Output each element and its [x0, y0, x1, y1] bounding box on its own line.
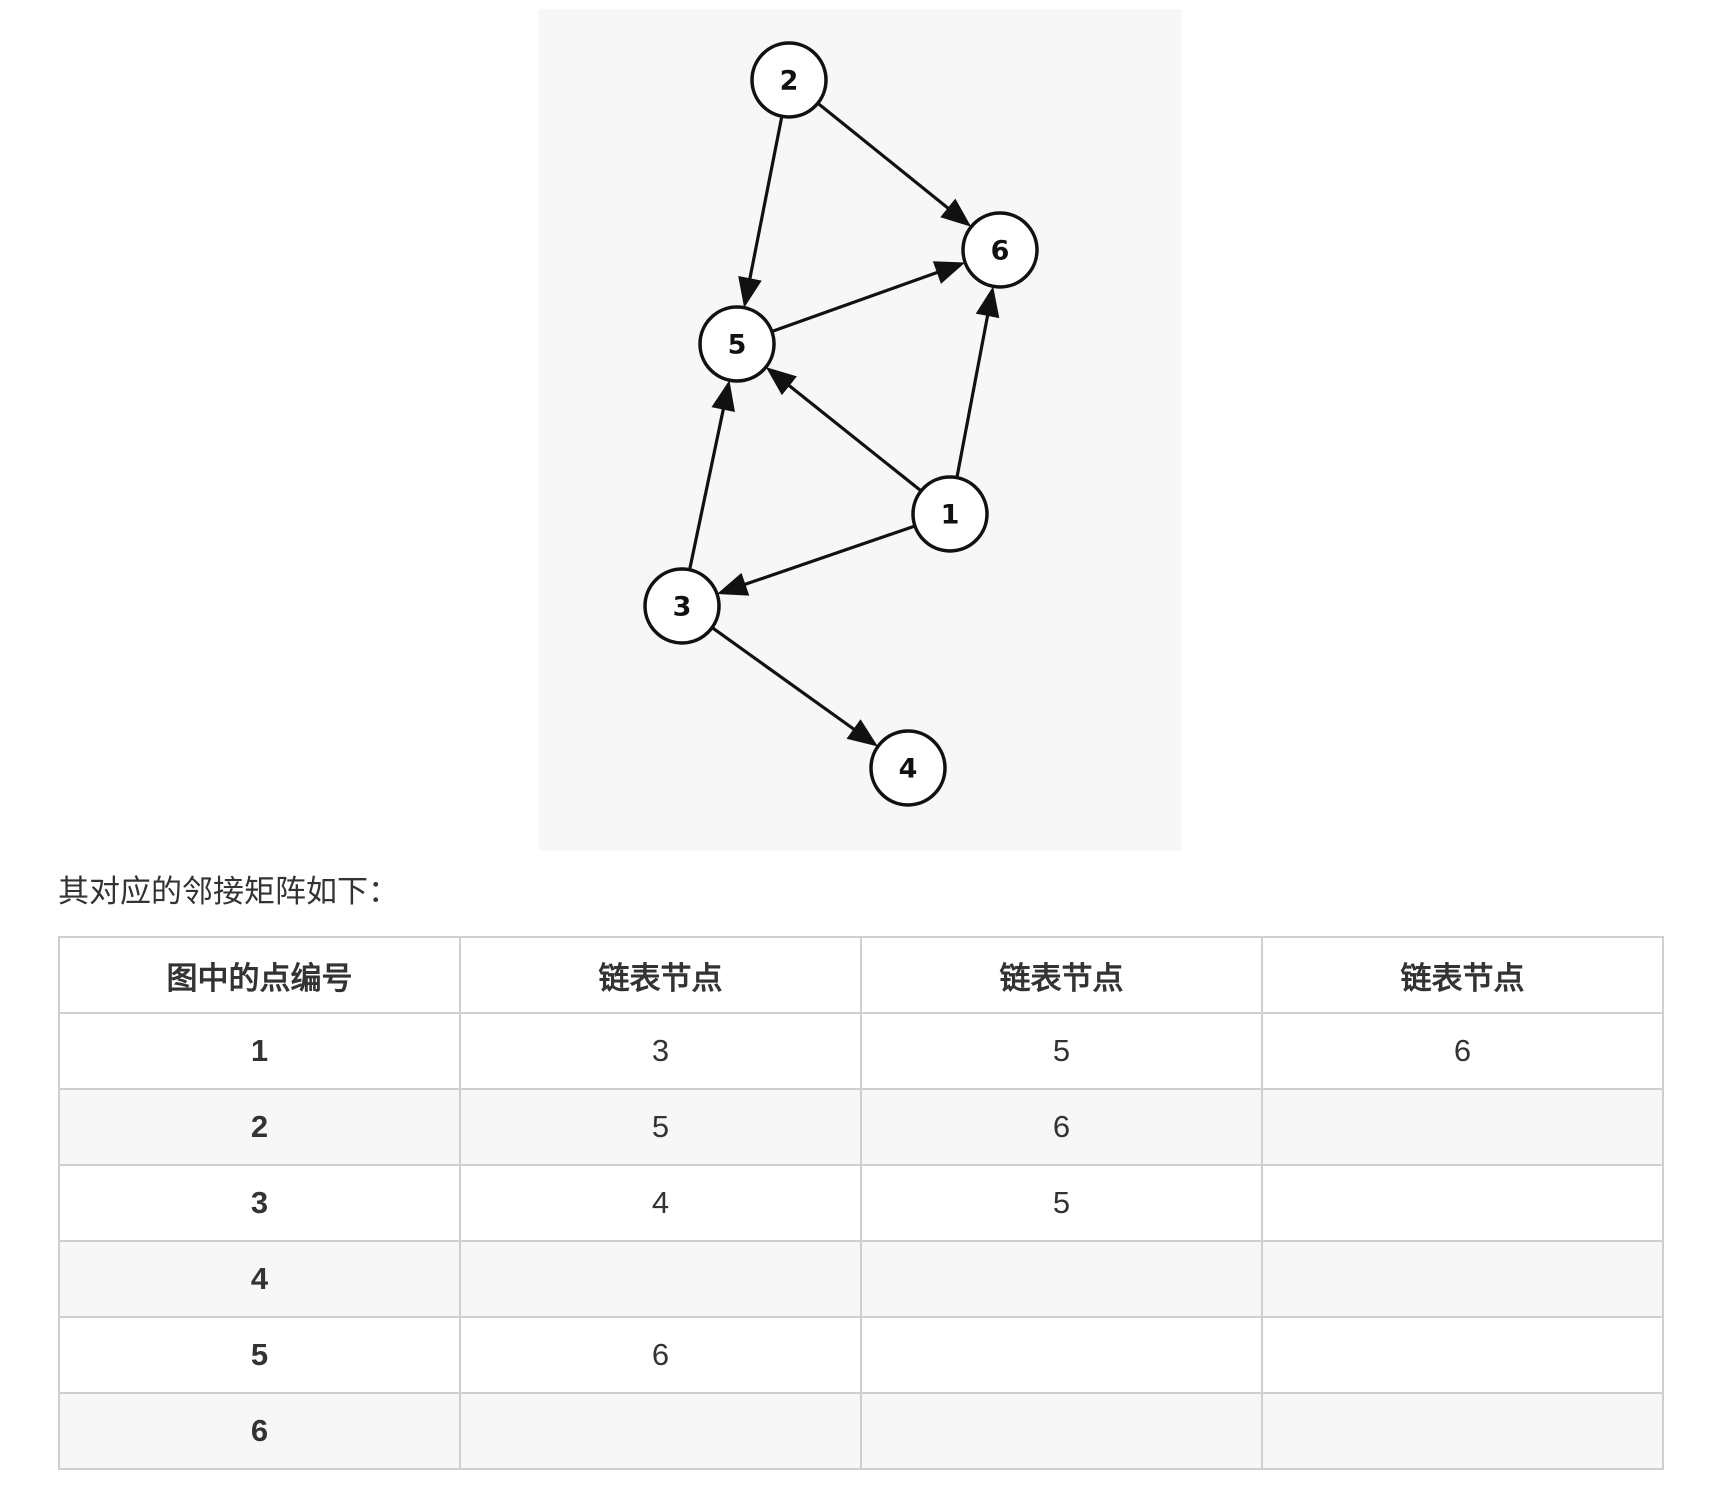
- table-row: 2 5 6: [58, 1088, 1664, 1166]
- table-row: 5 6: [58, 1316, 1664, 1394]
- graph-node-6: 6: [961, 211, 1039, 289]
- edge-3-5: [688, 380, 735, 571]
- directed-graph: 1 2 3 4 5 6: [643, 41, 1039, 807]
- table-header-row: 图中的点编号 链表节点 链表节点 链表节点: [58, 936, 1664, 1014]
- arrowhead-icon: [716, 572, 750, 596]
- graph-node-1: 1: [911, 475, 989, 553]
- row-node-id: 5: [58, 1316, 461, 1394]
- edge-5-6: [771, 261, 966, 334]
- table-cell: [860, 1316, 1263, 1394]
- table-cell: [1261, 1316, 1664, 1394]
- table-cell: 5: [860, 1164, 1263, 1242]
- graph-node-2: 2: [750, 41, 828, 119]
- edge-line: [786, 383, 923, 493]
- arrowhead-icon: [846, 719, 878, 747]
- table-cell: [860, 1392, 1263, 1470]
- row-node-id: 3: [58, 1164, 461, 1242]
- table-cell: [1261, 1240, 1664, 1318]
- node-label: 5: [728, 330, 747, 361]
- table-cell: [1261, 1392, 1664, 1470]
- table-cell: 6: [459, 1316, 862, 1394]
- table-cell: [459, 1392, 862, 1470]
- edge-line: [688, 407, 726, 571]
- node-circle: [643, 567, 721, 645]
- table-cell: [1261, 1088, 1664, 1166]
- arrowhead-icon: [975, 286, 1000, 319]
- row-node-id: 4: [58, 1240, 461, 1318]
- arrowhead-icon: [932, 261, 966, 284]
- header-list-node: 链表节点: [459, 936, 862, 1014]
- node-label: 3: [673, 592, 692, 623]
- row-node-id: 2: [58, 1088, 461, 1166]
- arrowhead-icon: [738, 275, 762, 308]
- node-circle: [698, 305, 776, 383]
- edge-1-6: [955, 286, 1000, 478]
- table-row: 6: [58, 1392, 1664, 1470]
- node-label: 6: [991, 236, 1010, 267]
- table-cell: [1261, 1164, 1664, 1242]
- adjacency-table: 图中的点编号 链表节点 链表节点 链表节点 1 3 5 6 2 5 6 3 4 …: [58, 936, 1664, 1470]
- table-cell: 6: [1261, 1012, 1664, 1090]
- edge-line: [711, 626, 857, 732]
- table-row: 4: [58, 1240, 1664, 1318]
- node-circle: [961, 211, 1039, 289]
- graph-node-4: 4: [869, 729, 947, 807]
- node-label: 1: [941, 500, 960, 531]
- edge-line: [955, 313, 990, 478]
- table-cell: 6: [860, 1088, 1263, 1166]
- node-circle: [750, 41, 828, 119]
- edge-2-6: [816, 101, 972, 227]
- table-cell: 5: [459, 1088, 862, 1166]
- graph-figure: 1 2 3 4 5 6: [539, 9, 1182, 851]
- header-node-id: 图中的点编号: [58, 936, 461, 1014]
- table-cell: [860, 1240, 1263, 1318]
- edge-2-5: [738, 115, 784, 308]
- header-list-node: 链表节点: [860, 936, 1263, 1014]
- edge-1-5: [765, 367, 923, 493]
- table-row: 3 4 5: [58, 1164, 1664, 1242]
- node-label: 2: [780, 66, 799, 97]
- table-cell: [459, 1240, 862, 1318]
- table-cell: 5: [860, 1012, 1263, 1090]
- edge-line: [771, 270, 940, 334]
- table-cell: 4: [459, 1164, 862, 1242]
- adjacency-caption: 其对应的邻接矩阵如下：: [58, 874, 399, 909]
- node-circle: [869, 729, 947, 807]
- edge-line: [816, 101, 951, 211]
- arrowhead-icon: [711, 380, 735, 413]
- row-node-id: 1: [58, 1012, 461, 1090]
- edge-3-4: [711, 626, 878, 747]
- row-node-id: 6: [58, 1392, 461, 1470]
- node-circle: [911, 475, 989, 553]
- edge-1-3: [716, 524, 916, 596]
- edge-line: [742, 524, 916, 587]
- graph-node-5: 5: [698, 305, 776, 383]
- header-list-node: 链表节点: [1261, 936, 1664, 1014]
- node-label: 4: [899, 754, 918, 785]
- arrowhead-icon: [765, 367, 797, 396]
- edge-line: [747, 115, 784, 281]
- arrowhead-icon: [940, 198, 972, 227]
- table-cell: 3: [459, 1012, 862, 1090]
- graph-node-3: 3: [643, 567, 721, 645]
- table-row: 1 3 5 6: [58, 1012, 1664, 1090]
